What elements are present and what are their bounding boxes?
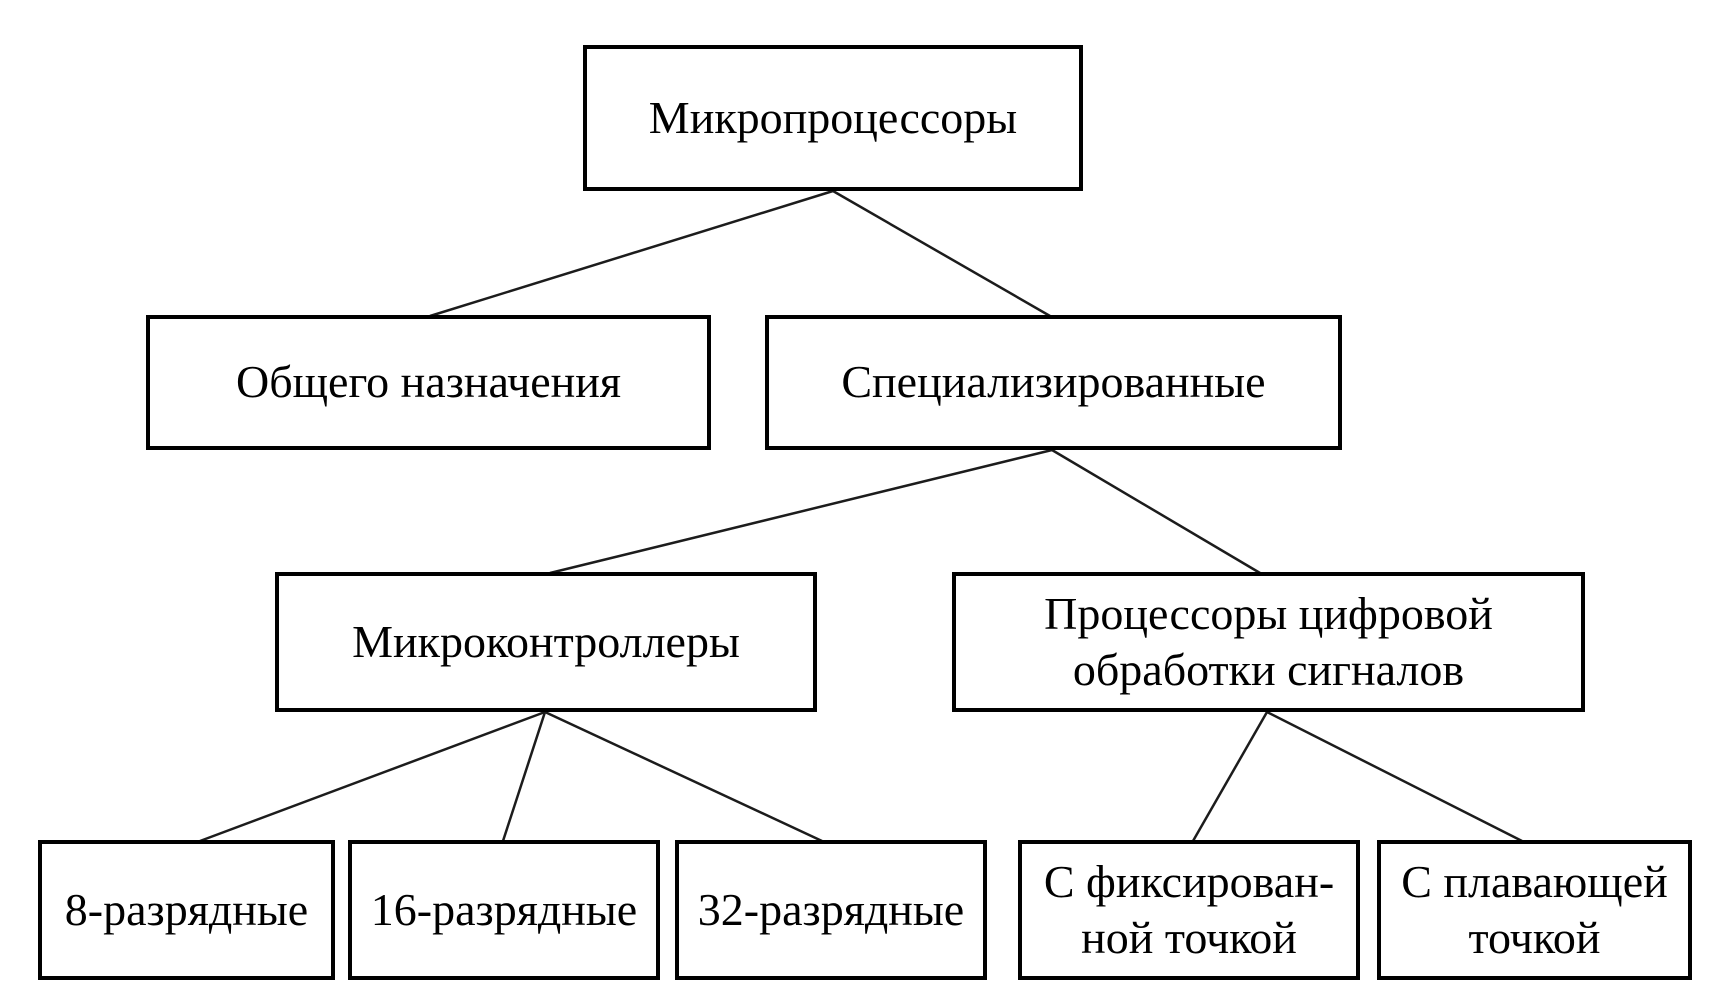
node-general-purpose: Общего назначения bbox=[146, 315, 711, 450]
node-bit-16: 16-разрядные bbox=[348, 840, 660, 980]
node-microprocessors-label-line: Микропроцессоры bbox=[648, 91, 1018, 143]
edge-dsp-to-floating-point bbox=[1266, 710, 1523, 843]
edge-microprocessors-to-specialized bbox=[832, 189, 1051, 318]
node-bit-32: 32-разрядные bbox=[675, 840, 987, 980]
node-bit-32-label-line: 32-разрядные bbox=[697, 883, 965, 935]
node-floating-point-label-line: точкой bbox=[1468, 912, 1601, 963]
edge-specialized-to-dsp bbox=[1051, 448, 1261, 575]
edge-dsp-to-fixed-point bbox=[1191, 711, 1269, 842]
node-microprocessors: Микропроцессоры bbox=[583, 45, 1083, 191]
node-fixed-point-label-line: С фиксирован- bbox=[1043, 855, 1335, 907]
node-bit-8: 8-разрядные bbox=[38, 840, 335, 980]
node-dsp-label-line: обработки сигналов bbox=[1072, 644, 1465, 695]
node-floating-point-label-line: С плавающей bbox=[1401, 855, 1668, 907]
edge-microcontrollers-to-bit-8 bbox=[199, 710, 546, 843]
node-specialized-label-line: Специализированные bbox=[841, 356, 1266, 408]
node-specialized: Специализированные bbox=[765, 315, 1342, 450]
node-fixed-point-label-line: ной точкой bbox=[1081, 912, 1297, 963]
node-microcontrollers-label-line: Микроконтроллеры bbox=[352, 615, 740, 667]
edge-microprocessors-to-general-purpose bbox=[429, 189, 834, 318]
node-general-purpose-label-line: Общего назначения bbox=[235, 356, 622, 408]
edge-microcontrollers-to-bit-32 bbox=[544, 710, 823, 843]
node-bit-16-label-line: 16-разрядные bbox=[370, 883, 638, 935]
node-fixed-point: С фиксирован-ной точкой bbox=[1018, 840, 1360, 980]
node-bit-8-label-line: 8-разрядные bbox=[64, 883, 309, 935]
node-microcontrollers: Микроконтроллеры bbox=[275, 572, 817, 712]
node-dsp-label-line: Процессоры цифровой bbox=[1044, 587, 1493, 639]
edge-specialized-to-microcontrollers bbox=[549, 448, 1053, 575]
edge-microcontrollers-to-bit-16 bbox=[501, 711, 547, 842]
